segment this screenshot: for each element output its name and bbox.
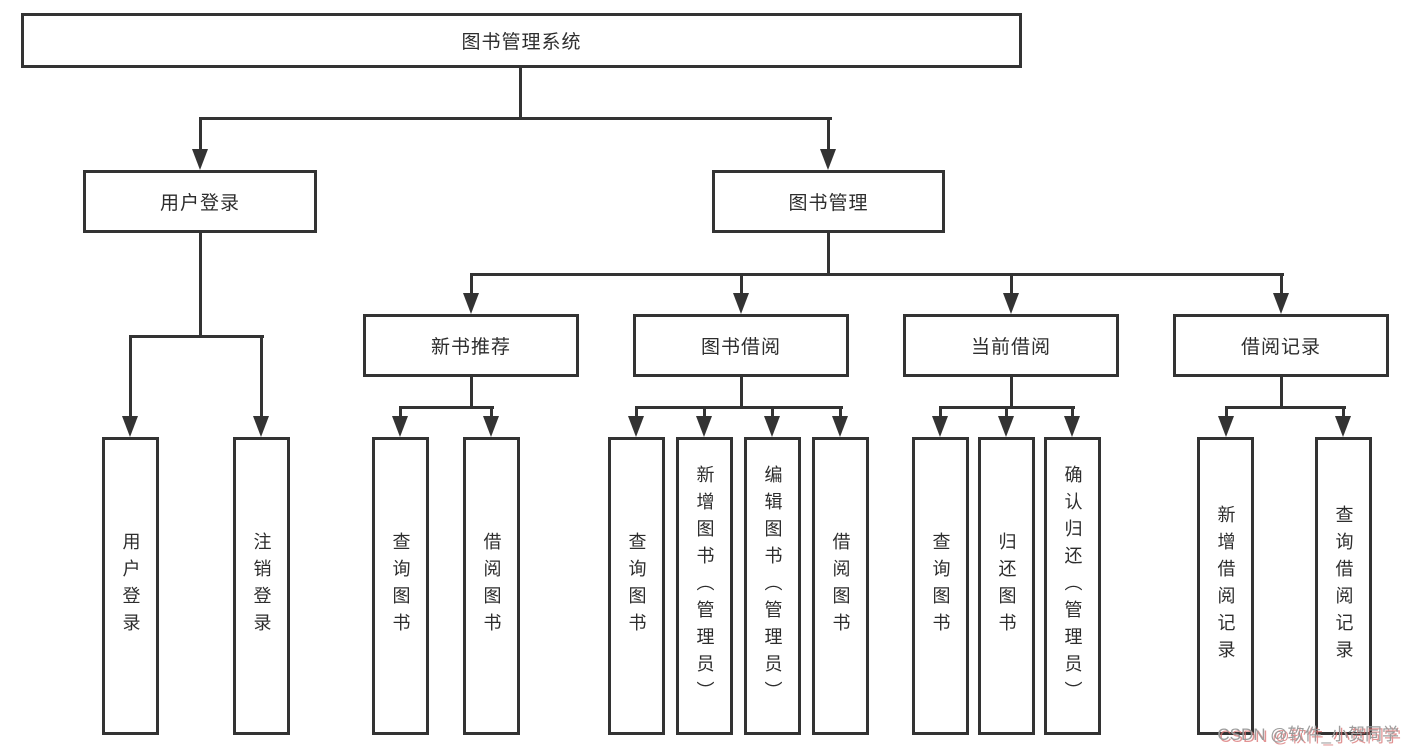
connector-g2-stem [740,375,743,409]
arrowhead-down-icon [1218,416,1234,437]
connector-root-rail [199,117,832,120]
connector-bookmgmt-rail [470,273,1284,276]
leaf-query-book-3: 查询图书 [912,437,969,735]
arrowhead-down-icon [998,416,1014,437]
leaf-borrow-book-2: 借阅图书 [812,437,869,735]
connector-g4-drop-2 [1342,406,1345,418]
connector-g2-drop-4 [839,406,842,418]
connector-bookmgmt-drop-1 [470,273,473,295]
connector-userlogin-stem [199,231,202,335]
leaf-query-book-1: 查询图书 [372,437,429,735]
arrowhead-down-icon [764,416,780,437]
leaf-query-borrow-record: 查询借阅记录 [1315,437,1372,735]
connector-g3-drop-2 [1005,406,1008,418]
leaf-edit-book-admin: 编辑图书（管理员） [744,437,801,735]
leaf-query-book-2: 查询图书 [608,437,665,735]
node-book-borrow: 图书借阅 [633,314,849,377]
arrowhead-down-icon [392,416,408,437]
connector-g1-drop-2 [490,406,493,418]
csdn-watermark: CSDN @软件_小贺同学 [1217,725,1399,744]
arrowhead-down-icon [122,416,138,437]
connector-g2-drop-1 [635,406,638,418]
connector-g1-drop-1 [399,406,402,418]
arrowhead-down-icon [628,416,644,437]
node-book-management: 图书管理 [712,170,945,233]
connector-root-drop-left [199,117,202,153]
connector-g4-drop-1 [1225,406,1228,418]
leaf-add-book-admin: 新增图书（管理员） [676,437,733,735]
node-user-login: 用户登录 [83,170,317,233]
connector-g1-stem [470,375,473,409]
arrowhead-down-icon [932,416,948,437]
leaf-return-book: 归还图书 [978,437,1035,735]
arrowhead-down-icon [820,149,836,170]
connector-userlogin-drop-1 [129,335,132,417]
connector-g1-rail [399,406,494,409]
connector-bookmgmt-drop-4 [1280,273,1283,295]
node-new-book-recommend: 新书推荐 [363,314,579,377]
arrowhead-down-icon [696,416,712,437]
connector-g2-drop-2 [703,406,706,418]
leaf-logout: 注销登录 [233,437,290,735]
arrowhead-down-icon [1003,293,1019,314]
connector-g2-rail [635,406,843,409]
arrowhead-down-icon [463,293,479,314]
arrowhead-down-icon [483,416,499,437]
arrowhead-down-icon [253,416,269,437]
connector-g2-drop-3 [771,406,774,418]
connector-g3-drop-3 [1071,406,1074,418]
connector-g3-drop-1 [939,406,942,418]
connector-userlogin-rail [129,335,264,338]
node-current-borrow: 当前借阅 [903,314,1119,377]
connector-bookmgmt-stem [827,231,830,276]
leaf-borrow-book-1: 借阅图书 [463,437,520,735]
arrowhead-down-icon [1335,416,1351,437]
connector-bookmgmt-drop-2 [740,273,743,295]
arrowhead-down-icon [192,149,208,170]
connector-root-stem [519,66,522,120]
node-root-system: 图书管理系统 [21,13,1022,68]
connector-g4-stem [1280,375,1283,409]
arrowhead-down-icon [832,416,848,437]
arrowhead-down-icon [1064,416,1080,437]
arrowhead-down-icon [1273,293,1289,314]
connector-root-drop-right [827,117,830,153]
connector-userlogin-drop-2 [260,335,263,417]
leaf-add-borrow-record: 新增借阅记录 [1197,437,1254,735]
connector-bookmgmt-drop-3 [1010,273,1013,295]
connector-g3-stem [1010,375,1013,409]
connector-g4-rail [1225,406,1346,409]
leaf-user-login: 用户登录 [102,437,159,735]
node-borrow-record: 借阅记录 [1173,314,1389,377]
leaf-confirm-return-admin: 确认归还（管理员） [1044,437,1101,735]
arrowhead-down-icon [733,293,749,314]
